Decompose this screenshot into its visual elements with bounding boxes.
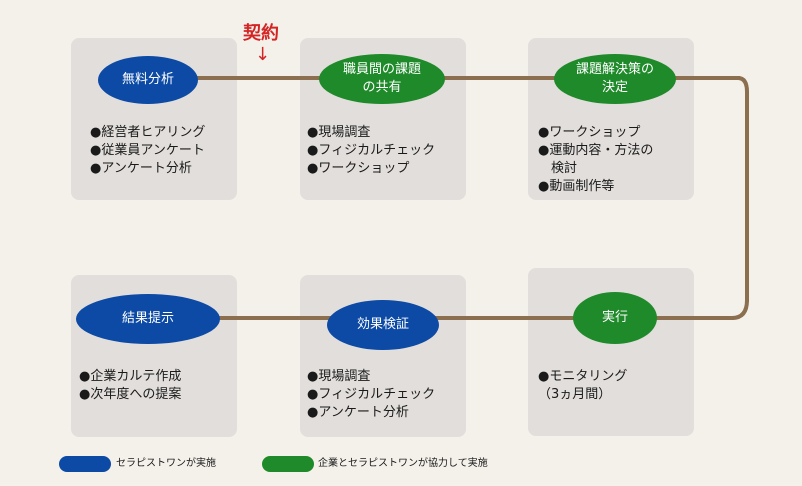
legend-label-green: 企業とセラピストワンが協力して実施 xyxy=(318,458,488,469)
bullets-execute: ●モニタリング （3ヵ月間） xyxy=(538,368,627,404)
bullet-item: ●ワークショップ xyxy=(307,161,410,176)
bullet-item: ●アンケート分析 xyxy=(90,161,192,176)
connector-top xyxy=(190,76,740,80)
bullet-item: ●モニタリング xyxy=(538,369,628,384)
bullets-decide-solution: ●ワークショップ ●運動内容・方法の 検討 ●動画制作等 xyxy=(538,124,653,196)
bullet-item: ●次年度への提案 xyxy=(79,387,182,402)
bullet-item: ●経営者ヒアリング xyxy=(90,125,206,140)
bullet-item: ●運動内容・方法の xyxy=(538,143,654,158)
bullet-item: ●企業カルテ作成 xyxy=(79,369,182,384)
bullet-item: 検討 xyxy=(538,161,578,176)
bullet-item: ●動画制作等 xyxy=(538,179,615,194)
bullet-item: ●現場調査 xyxy=(307,125,371,140)
step-verify-effect: 効果検証 xyxy=(327,300,439,350)
step-free-analysis: 無料分析 xyxy=(98,56,198,104)
step-decide-solution: 課題解決策の 決定 xyxy=(554,54,676,104)
step-title-line: の共有 xyxy=(362,80,402,95)
step-title-line: 課題解決策の xyxy=(575,62,654,77)
bullet-item: ●現場調査 xyxy=(307,369,371,384)
step-execute: 実行 xyxy=(573,292,657,344)
step-title: 無料分析 xyxy=(121,72,174,87)
bullet-item: ●アンケート分析 xyxy=(307,405,409,420)
step-share-issues: 職員間の課題 の共有 xyxy=(319,54,445,104)
bullet-item: ●ワークショップ xyxy=(538,125,641,140)
bullet-item: （3ヵ月間） xyxy=(538,387,612,402)
step-title: 実行 xyxy=(601,310,628,325)
connector-right-vertical xyxy=(745,92,749,302)
step-present-results: 結果提示 xyxy=(76,294,220,344)
legend-swatch-green xyxy=(262,456,314,472)
bullet-item: ●フィジカルチェック xyxy=(307,387,436,402)
contract-label: 契約 xyxy=(243,23,279,44)
step-title-line: 職員間の課題 xyxy=(342,62,421,77)
connector-bottom xyxy=(210,316,734,320)
bullet-item: ●フィジカルチェック xyxy=(307,143,436,158)
step-title: 効果検証 xyxy=(356,317,409,332)
legend-label-blue: セラピストワンが実施 xyxy=(116,458,216,469)
step-title: 結果提示 xyxy=(121,311,174,326)
step-title-line: 決定 xyxy=(601,80,628,95)
contract-arrow-icon: ↓ xyxy=(255,44,271,65)
bullets-free-analysis: ●経営者ヒアリング ●従業員アンケート ●アンケート分析 xyxy=(90,124,205,178)
bullet-item: ●従業員アンケート xyxy=(90,143,205,158)
bullets-verify-effect: ●現場調査 ●フィジカルチェック ●アンケート分析 xyxy=(307,368,435,422)
legend-swatch-blue xyxy=(59,456,111,472)
bullets-share-issues: ●現場調査 ●フィジカルチェック ●ワークショップ xyxy=(307,124,435,178)
bullets-present-results: ●企業カルテ作成 ●次年度への提案 xyxy=(79,368,181,404)
